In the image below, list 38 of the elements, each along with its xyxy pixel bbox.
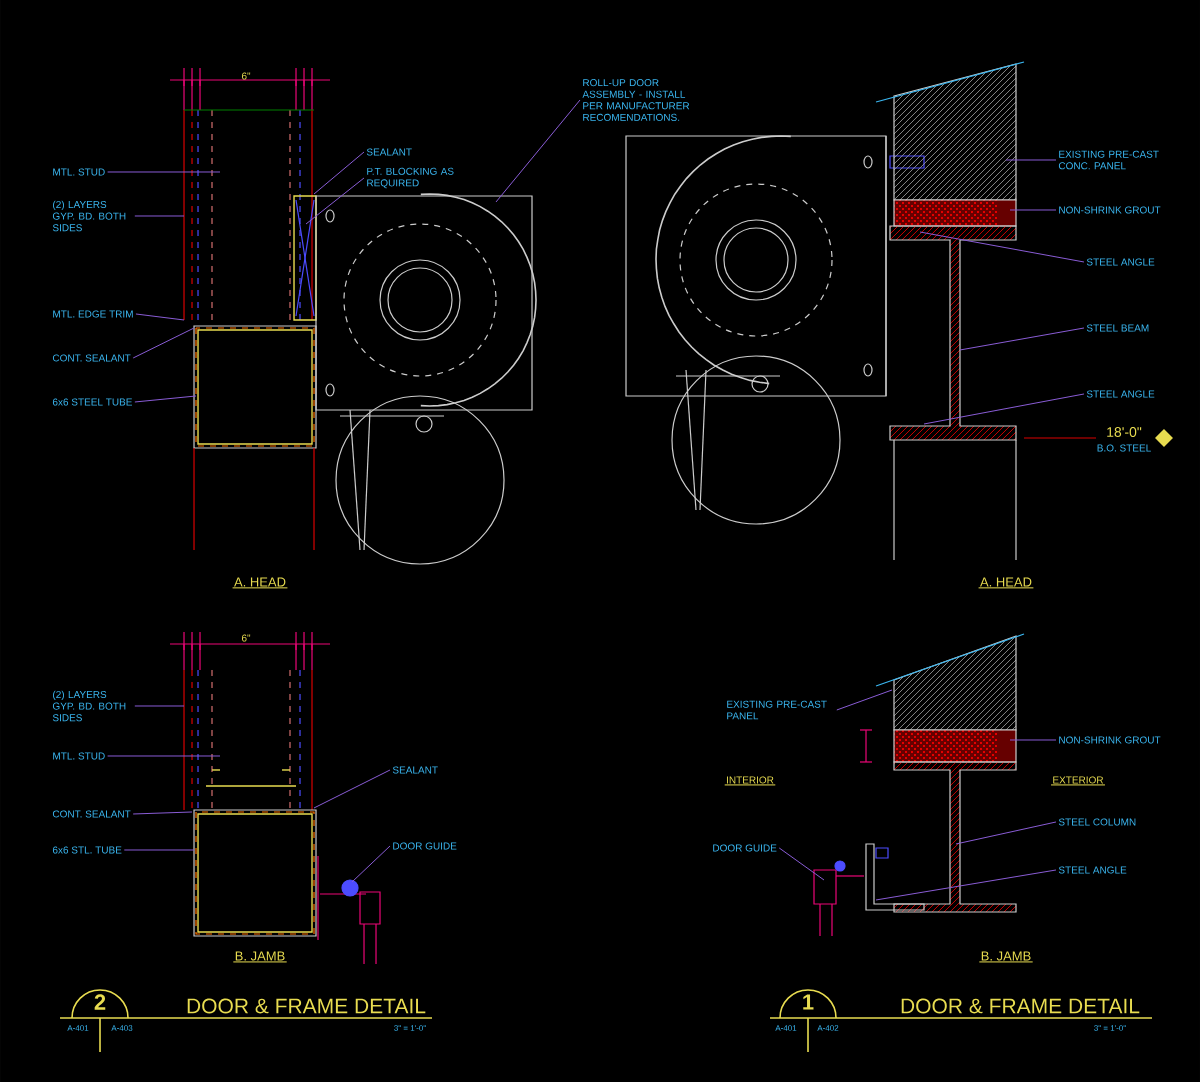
leader-line — [107, 171, 221, 173]
leader-line — [313, 769, 391, 809]
leader-line — [778, 847, 825, 881]
leader-line — [1009, 739, 1057, 741]
leader-line — [134, 395, 197, 403]
column-section-drawing — [859, 729, 1017, 913]
detail-title: DOOR & FRAME DETAIL — [187, 998, 426, 1014]
leader-line — [955, 821, 1057, 845]
column-section-drawing — [893, 729, 1017, 763]
wall-section-drawing — [169, 67, 331, 551]
beam-section-drawing — [889, 155, 925, 169]
leader-line — [135, 313, 185, 321]
leader-line — [1009, 209, 1057, 211]
leader-line — [132, 327, 195, 359]
leader-line — [313, 151, 365, 195]
leader-line — [107, 755, 221, 757]
door-guide-drawing — [813, 860, 865, 937]
leader-line — [919, 231, 1085, 263]
leader-line — [305, 177, 365, 225]
leader-line — [123, 849, 195, 851]
leader-line — [132, 811, 193, 815]
roll-up-door-drawing — [315, 193, 537, 565]
leader-line — [134, 705, 185, 707]
leader-line — [875, 869, 1057, 901]
leader-line — [495, 99, 581, 203]
detail-title: DOOR & FRAME DETAIL — [901, 998, 1140, 1014]
beam-section-drawing — [889, 225, 1017, 561]
door-guide-drawing — [317, 855, 381, 965]
leader-line — [923, 393, 1085, 425]
wall-section-drawing — [169, 631, 331, 937]
leader-line — [1005, 159, 1057, 161]
detail-number: 1 — [803, 994, 814, 1010]
leader-line — [134, 215, 185, 217]
detail-number: 2 — [94, 994, 106, 1010]
leader-line — [836, 689, 893, 711]
beam-section-drawing — [893, 199, 1017, 227]
leader-line — [351, 845, 391, 883]
leader-line — [959, 327, 1085, 351]
